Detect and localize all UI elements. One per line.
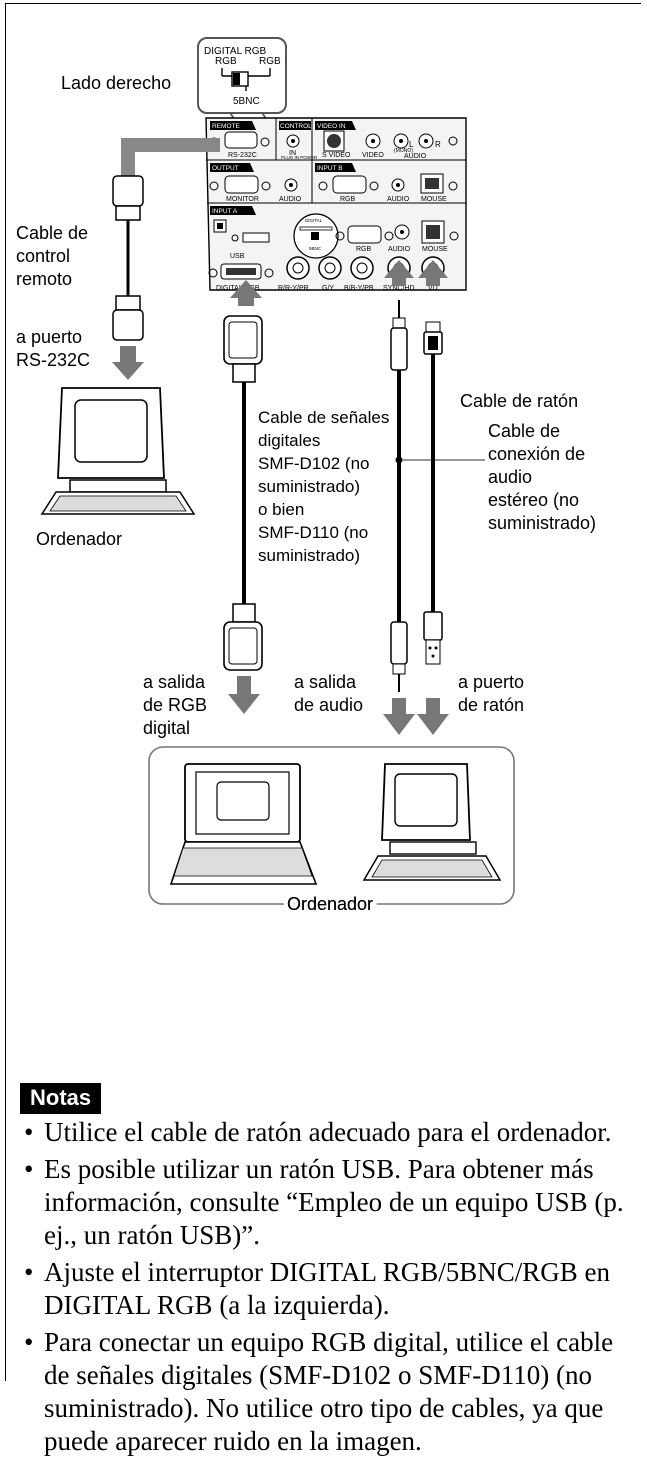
panel-video-in: VIDEO IN [317,123,346,130]
rs232-port-label-2: RS-232C [16,350,90,370]
audio-cable-label-5: suministrado) [488,513,596,533]
connection-diagram: DIGITAL RGB RGB RGB 5BNC Lado derecho RE… [16,37,597,914]
panel-mouse-b: MOUSE [421,196,447,203]
switch-label-5bnc: 5BNC [233,96,260,107]
note-item: •Ajuste el interruptor DIGITAL RGB/5BNC/… [24,1257,611,1320]
panel-remote: REMOTE [212,123,240,130]
to-audio-label-2: de audio [294,695,363,715]
switch-label-rgb-right: RGB [259,56,281,67]
panel-output: OUTPUT [212,165,239,172]
audio-cable-label-2: conexión de [488,444,585,464]
panel-b-by-pb: B/B-Y/PB [344,285,374,292]
digital-cable-label-1: Cable de señales [258,408,389,427]
notes-list: •Utilice el cable de ratón adecuado para… [24,1116,624,1462]
note-item: •Para conectar un equipo RGB digital, ut… [24,1327,614,1456]
panel-rgb-a: RGB [356,246,372,253]
panel-audio-b: AUDIO [387,196,410,203]
remote-cable-label-2: control [16,246,70,266]
digital-cable-label-5: o bien [258,500,304,519]
audio-cable-label-4: estéreo (no [488,490,579,510]
desktop-computer-left [40,387,196,515]
note-text: Ajuste el interruptor DIGITAL RGB/5BNC/R… [44,1257,611,1320]
to-digital-rgb-label-1: a salida [143,672,206,692]
computer-bottom-label-text: Ordenador [287,894,373,914]
panel-monitor: MONITOR [226,196,259,203]
to-mouse-label-1: a puerto [458,672,524,692]
panel-l: L [409,140,414,149]
remote-cable-label-3: remoto [16,269,72,289]
switch-label-digital-rgb: DIGITAL RGB [204,46,267,57]
notes-title: Notas [20,1083,102,1114]
note-item: •Es posible utilizar un ratón USB. Para … [24,1154,624,1250]
digital-cable-label-2: digitales [258,431,320,450]
panel-input-a: INPUT A [212,208,238,215]
mouse-cable [417,321,449,735]
to-audio-label-1: a salida [294,672,357,692]
panel-control-s: CONTROL S [280,123,318,130]
panel-g-y: G/Y [322,285,334,292]
panel-mouse-a: MOUSE [422,246,448,253]
panel-audio-videoin: AUDIO [404,153,427,160]
svg-text:DIGITAL: DIGITAL [305,218,323,223]
digital-cable-label-4: suministrado) [258,477,360,496]
panel-rs232c: RS-232C [228,152,257,159]
laptop-computer [169,763,318,885]
note-text: Para conectar un equipo RGB digital, uti… [44,1327,614,1456]
panel-audio-output: AUDIO [279,196,302,203]
digital-cable-label-3: SMF-D102 (no [258,454,369,473]
page-frame-top [5,3,641,4]
side-label: Lado derecho [61,73,171,93]
rear-panel: REMOTE CONTROL S VIDEO IN OUTPUT INPUT B… [205,117,467,292]
switch-label-rgb-left: RGB [215,56,237,67]
digital-cable-label-7: suministrado) [258,546,360,565]
panel-digital-rgb: DIGITAL RGB [216,285,260,292]
panel-r: R [435,140,441,149]
digital-rgb-cable [223,315,263,714]
panel-s-video: S VIDEO [322,152,351,159]
panel-vd: VD [428,285,438,292]
audio-cable-label-1: Cable de [488,421,560,441]
panel-sync-hd: SYNC/HD [383,285,415,292]
to-digital-rgb-label-3: digital [143,718,190,738]
panel-audio-a: AUDIO [388,246,411,253]
computer-left-label: Ordenador [36,529,122,549]
rs232-port-label-1: a puerto [16,327,82,347]
to-digital-rgb-label-2: de RGB [143,695,207,715]
note-text: Es posible utilizar un ratón USB. Para o… [44,1154,624,1250]
mouse-cable-label: Cable de ratón [460,391,578,411]
panel-r-ry-pr: R/R-Y/PR [278,285,309,292]
page-frame-left [5,3,6,1381]
panel-rgb-b: RGB [340,196,356,203]
desktop-computer-bottom [362,763,502,881]
panel-arrows [230,260,448,306]
panel-plug-in-power: PLUG IN POWER [281,155,318,160]
panel-mono: (MONO) [394,148,413,154]
audio-cable [383,300,485,735]
computer-bottom-label: Ordenador [287,894,373,914]
panel-input-b: INPUT B [317,165,343,172]
note-item: •Utilice el cable de ratón adecuado para… [24,1117,612,1147]
svg-text:5BNC: 5BNC [309,246,322,251]
audio-cable-label-3: audio [488,467,532,487]
digital-cable-label-6: SMF-D110 (no [258,523,368,542]
panel-in: IN [289,150,296,157]
remote-cable-label-1: Cable de [16,223,88,243]
panel-usb: USB [230,253,245,260]
note-text: Utilice el cable de ratón adecuado para … [44,1117,612,1147]
to-mouse-label-2: de ratón [458,695,524,715]
remote-cable [112,138,220,380]
panel-video: VIDEO [362,152,384,159]
